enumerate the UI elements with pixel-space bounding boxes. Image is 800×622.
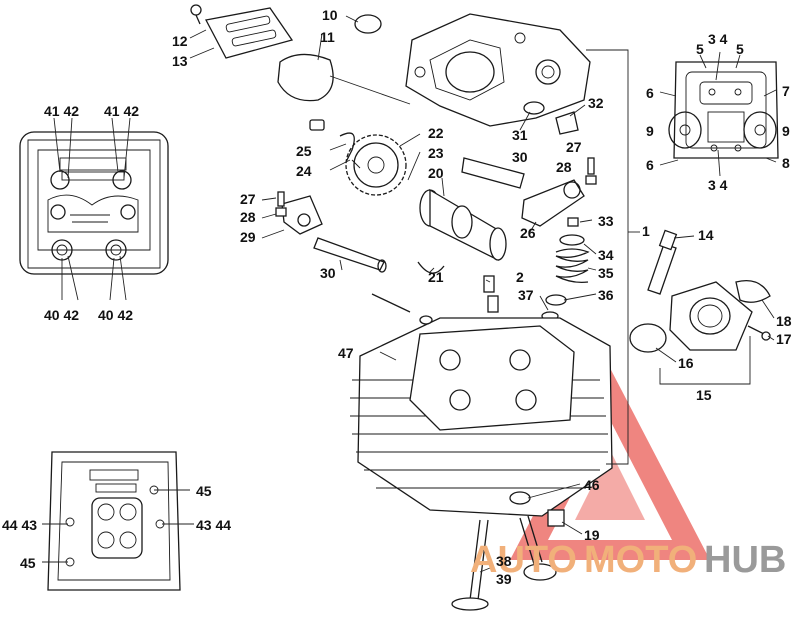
- callout-16: 16: [678, 355, 694, 371]
- callout-10: 10: [322, 7, 338, 23]
- callout-8: 8: [782, 155, 790, 171]
- callout-45-top: 45: [196, 483, 212, 499]
- watermark-moto: MOTO: [584, 539, 697, 581]
- callout-24: 24: [296, 163, 312, 179]
- callout-30b: 30: [512, 149, 528, 165]
- callout-1: 1: [642, 223, 650, 239]
- callout-45-bottom: 45: [20, 555, 36, 571]
- part-intake: [629, 229, 775, 385]
- callout-35: 35: [598, 265, 614, 281]
- callout-13: 13: [172, 53, 188, 69]
- callout-27b: 27: [566, 139, 582, 155]
- callout-valve-34-bottom: 3 4: [708, 177, 728, 193]
- part-valves: [451, 515, 557, 611]
- callout-47: 47: [338, 345, 354, 361]
- callout-2: 2: [516, 269, 524, 285]
- watermark-auto: AUTO: [470, 539, 577, 581]
- inset-valve-cover: [659, 51, 779, 177]
- callout-37: 37: [518, 287, 534, 303]
- callout-31: 31: [512, 127, 528, 143]
- part-cylinder-head: [350, 275, 613, 535]
- part-cam-housing: [329, 13, 591, 135]
- callout-38: 38: [496, 553, 512, 569]
- callout-41-42-left: 41 42: [44, 103, 79, 119]
- callout-5b: 5: [736, 41, 744, 57]
- callout-23: 23: [428, 145, 444, 161]
- callout-25: 25: [296, 143, 312, 159]
- callout-15: 15: [696, 387, 712, 403]
- inset-head-top-view: [19, 117, 169, 301]
- callout-11: 11: [320, 29, 335, 45]
- callout-40-42-right: 40 42: [98, 307, 133, 323]
- callout-40-42-left: 40 42: [44, 307, 79, 323]
- callout-19: 19: [584, 527, 600, 543]
- callout-32: 32: [588, 95, 604, 111]
- callout-6b: 6: [646, 157, 654, 173]
- leader-part-1: [586, 49, 629, 465]
- callout-27a: 27: [240, 191, 256, 207]
- part-rocker-right: [461, 157, 597, 233]
- callout-28a: 28: [240, 209, 256, 225]
- callouts: 1 2 10 11 12 13 14 15 16 17 18 19 20 21 …: [2, 7, 792, 587]
- part-rocker-left: [261, 191, 387, 273]
- callout-39: 39: [496, 571, 512, 587]
- part-cam-sprocket: [309, 119, 421, 196]
- callout-12: 12: [172, 33, 188, 49]
- callout-41-42-right: 41 42: [104, 103, 139, 119]
- callout-44-43: 44 43: [2, 517, 37, 533]
- watermark-text: AUTO MOTO HUB: [470, 539, 786, 581]
- watermark-hub: HUB: [704, 539, 786, 581]
- callout-46: 46: [584, 477, 600, 493]
- callout-7: 7: [782, 83, 790, 99]
- callout-9a: 9: [646, 123, 654, 139]
- part-camshaft: [417, 177, 507, 274]
- callout-33: 33: [598, 213, 614, 229]
- callout-26: 26: [520, 225, 536, 241]
- callout-valve-34-top: 3 4: [708, 31, 728, 47]
- callout-29: 29: [240, 229, 256, 245]
- inset-head-bottom-view: [42, 451, 194, 591]
- callout-14: 14: [698, 227, 714, 243]
- callout-28b: 28: [556, 159, 572, 175]
- part-cover-plate: [189, 4, 382, 102]
- callout-30a: 30: [320, 265, 336, 281]
- callout-34: 34: [598, 247, 614, 263]
- callout-36: 36: [598, 287, 614, 303]
- callout-5a: 5: [696, 41, 704, 57]
- callout-6a: 6: [646, 85, 654, 101]
- callout-43-44: 43 44: [196, 517, 231, 533]
- callout-20: 20: [428, 165, 444, 181]
- callout-9b: 9: [782, 123, 790, 139]
- callout-17: 17: [776, 331, 792, 347]
- callout-22: 22: [428, 125, 444, 141]
- part-valve-springs: [539, 217, 597, 321]
- callout-18: 18: [776, 313, 792, 329]
- callout-21: 21: [428, 269, 444, 285]
